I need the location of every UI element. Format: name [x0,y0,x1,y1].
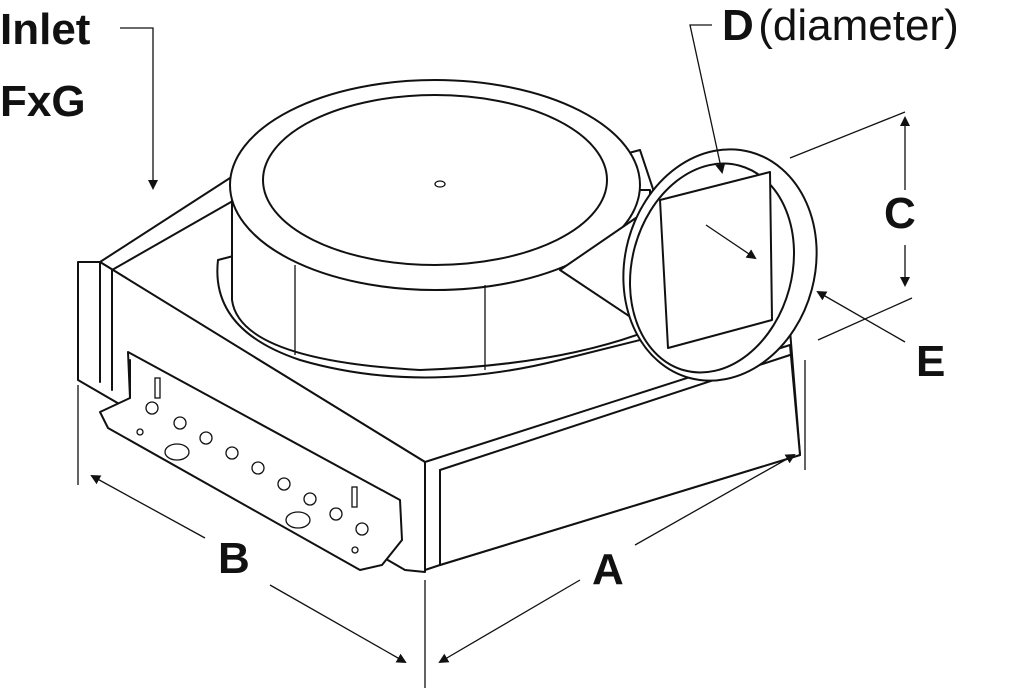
label-e: E [916,337,946,386]
outlet-collar [622,148,818,382]
label-b: B [218,534,250,583]
label-a: A [592,545,624,594]
label-d-note: (diameter) [758,1,959,50]
label-c: C [884,189,916,238]
label-d: D [722,1,754,50]
dimension-lines [77,24,913,688]
label-inlet-size: FxG [0,77,86,126]
mounting-flange [99,351,403,571]
screw-row [145,401,369,536]
label-inlet: Inlet [0,5,91,54]
label-diameter: D (diameter) [722,4,959,48]
